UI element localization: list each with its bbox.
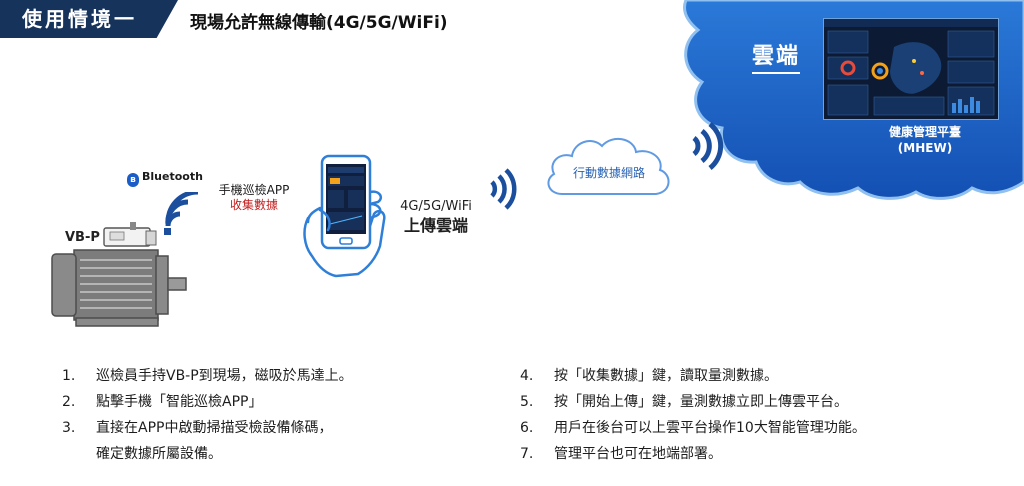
step-item: 5.按「開始上傳」鍵，量測數據立即上傳雲平台。: [520, 394, 848, 410]
app-label: 手機巡檢APP 收集數據: [208, 183, 300, 213]
network-cloud-icon: [547, 137, 670, 195]
dashboard-header-bar: [824, 19, 998, 27]
phone-in-hand-icon: [303, 154, 386, 278]
wireless-signal-icon: [164, 192, 199, 235]
step-item: 4.按「收集數據」鍵，讀取量測數據。: [520, 368, 778, 384]
bluetooth-icon: ʙ: [127, 173, 139, 187]
step-item: 6.用戶在後台可以上雲平台操作10大智能管理功能。: [520, 420, 866, 436]
wireless-signal-icon: [692, 122, 724, 170]
page-title: 現場允許無線傳輸(4G/5G/WiFi): [190, 13, 448, 33]
steps-list-left: 1.巡檢員手持VB-P到現場，磁吸於馬達上。 2.點擊手機「智能巡檢APP」 3…: [62, 363, 353, 467]
transfer-label: 4G/5G/WiFi 上傳雲端: [385, 197, 487, 235]
step-item: 3.直接在APP中啟動掃描受檢設備條碼，: [62, 420, 333, 436]
platform-label: 健康管理平臺 (MHEW): [840, 124, 1010, 156]
dashboard-graphic: [827, 30, 995, 116]
app-label-line1: 手機巡檢APP: [218, 183, 290, 197]
transfer-action: 上傳雲端: [403, 216, 468, 235]
bluetooth-label: Bluetooth: [142, 170, 203, 183]
motor-icon: [51, 222, 187, 327]
step-item: 1.巡檢員手持VB-P到現場，磁吸於馬達上。: [62, 368, 353, 384]
platform-name: 健康管理平臺: [888, 125, 961, 139]
steps-list-right: 4.按「收集數據」鍵，讀取量測數據。 5.按「開始上傳」鍵，量測數據立即上傳雲平…: [520, 363, 866, 467]
step-item: 2.點擊手機「智能巡檢APP」: [62, 394, 263, 410]
app-label-line2: 收集數據: [229, 198, 278, 212]
step-item-continuation: 確定數據所屬設備。: [96, 446, 222, 462]
step-item: 7.管理平台也可在地端部署。: [520, 446, 722, 462]
cloud-label: 雲端: [752, 38, 801, 74]
transfer-method: 4G/5G/WiFi: [400, 199, 472, 214]
network-label: 行動數據網路: [572, 166, 645, 180]
platform-code: (MHEW): [897, 141, 953, 155]
scenario-tab: 使用情境一: [0, 0, 178, 38]
wireless-signal-icon: [490, 168, 517, 210]
dashboard-thumbnail: [823, 18, 999, 120]
motor-label: VB-P: [65, 230, 100, 245]
